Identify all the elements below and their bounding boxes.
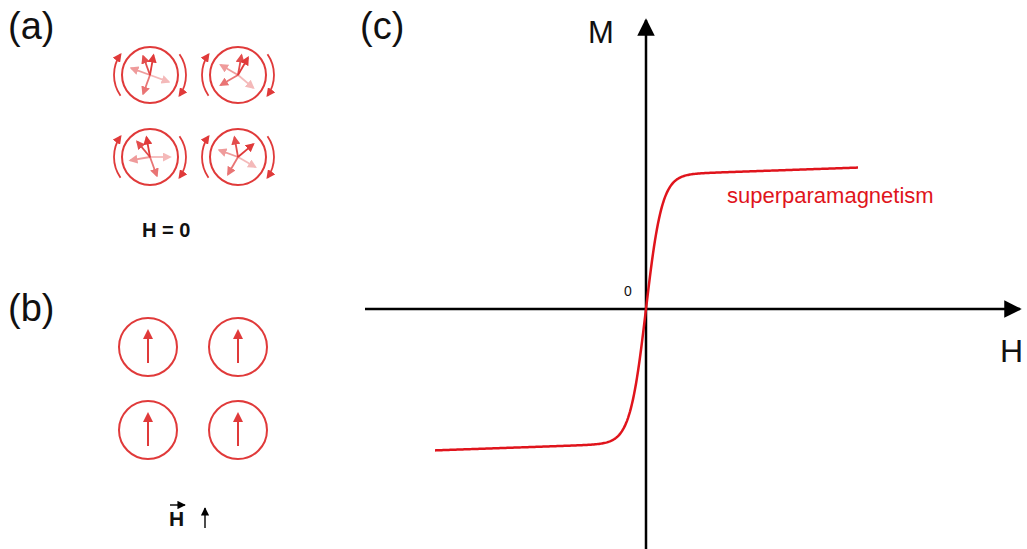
rotation-arrow xyxy=(267,136,274,177)
rotation-arrow xyxy=(267,54,274,95)
panel-letter: (c) xyxy=(360,6,404,48)
moment-arrow xyxy=(235,137,238,157)
particle xyxy=(202,129,274,185)
axis-label: M xyxy=(588,16,614,50)
rotation-arrow xyxy=(202,136,209,177)
origin-label: 0 xyxy=(624,284,632,299)
panel-letter: (a) xyxy=(8,6,54,48)
moment-arrow xyxy=(238,144,253,157)
axis-label: H xyxy=(1000,334,1023,369)
m-axis xyxy=(645,20,648,549)
rotation-arrow xyxy=(114,54,121,95)
moment-arrow xyxy=(150,157,157,176)
moment-arrow xyxy=(130,157,150,160)
h-axis xyxy=(365,308,1020,311)
magnetization-curve xyxy=(435,168,858,451)
moment-arrow xyxy=(219,150,238,157)
particle xyxy=(114,129,186,185)
moment-arrow xyxy=(143,75,150,94)
particle xyxy=(119,401,177,459)
particle xyxy=(209,401,267,459)
moment-arrow xyxy=(221,65,238,75)
aligned-moments xyxy=(119,318,267,528)
field-arrow xyxy=(204,508,205,528)
particle xyxy=(209,318,267,376)
moment-arrow xyxy=(238,157,255,167)
vector-accent xyxy=(170,504,185,505)
moment-arrow xyxy=(237,331,239,363)
rotation-arrow xyxy=(179,136,186,177)
moment-arrow xyxy=(150,55,153,75)
curve-label: superparamagnetism xyxy=(727,184,934,208)
moment-arrow xyxy=(237,414,239,446)
moment-arrow xyxy=(137,142,150,157)
field-condition: H = 0 xyxy=(142,219,190,241)
random-moments xyxy=(114,47,274,185)
rotation-arrow xyxy=(179,54,186,95)
moment-arrow xyxy=(228,157,238,174)
panel-letter: (b) xyxy=(8,288,54,330)
moment-arrow xyxy=(238,75,253,88)
rotation-arrow xyxy=(114,136,121,177)
particle xyxy=(114,47,186,103)
moment-arrow xyxy=(150,75,169,82)
particle xyxy=(202,47,274,103)
moment-arrow xyxy=(143,56,150,75)
field-vector-label: H xyxy=(169,507,184,530)
rotation-arrow xyxy=(202,54,209,95)
moment-arrow xyxy=(221,75,238,85)
moment-arrow xyxy=(147,414,149,446)
moment-arrow xyxy=(238,55,241,75)
magnetization-plot xyxy=(365,20,1020,549)
moment-arrow xyxy=(147,331,149,363)
particle xyxy=(119,318,177,376)
moment-arrow xyxy=(150,156,170,158)
